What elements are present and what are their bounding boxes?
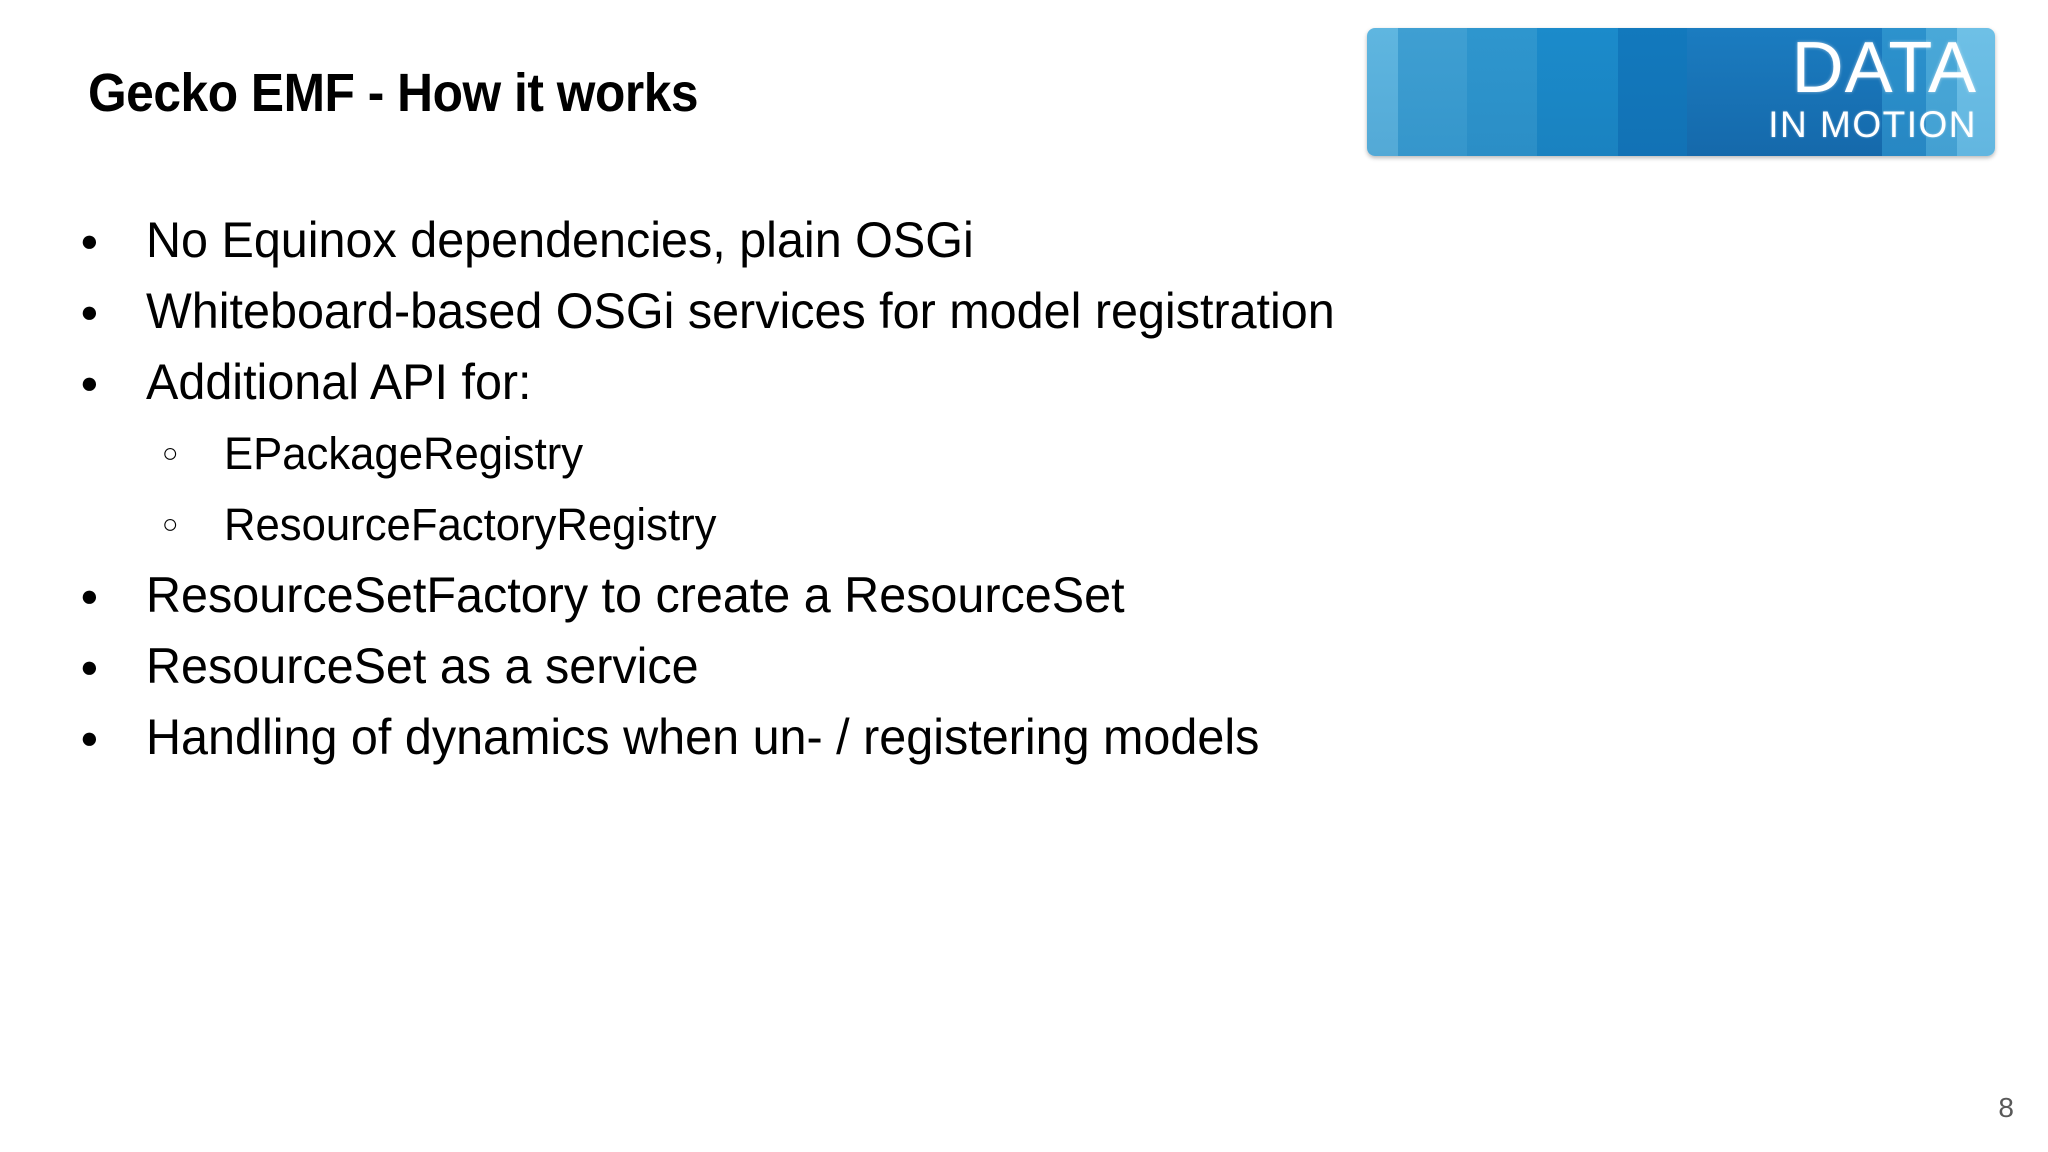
page-title: Gecko EMF - How it works	[88, 63, 699, 123]
bullet-item: ○ EPackageRegistry	[162, 418, 1960, 489]
bullet-circle-icon: ○	[162, 438, 179, 468]
bullet-disc-icon: ●	[80, 223, 99, 258]
bullet-text: ResourceFactoryRegistry	[224, 499, 717, 550]
logo-secondary-text: IN MOTION	[1768, 104, 1977, 145]
logo-band-9	[1957, 28, 1995, 156]
bullet-item: ● ResourceSet as a service	[80, 631, 1960, 702]
bullet-disc-icon: ●	[80, 649, 99, 684]
logo-band-5	[1618, 28, 1688, 156]
bullet-text: EPackageRegistry	[224, 428, 584, 479]
bullet-circle-icon: ○	[162, 509, 179, 539]
logo-wordmark: DATA IN MOTION	[1768, 32, 1977, 143]
logo-band-6	[1687, 28, 1882, 156]
bullet-disc-icon: ●	[80, 720, 99, 755]
bullet-item: ● Whiteboard-based OSGi services for mode…	[80, 276, 1960, 347]
bullet-item: ● No Equinox dependencies, plain OSGi	[80, 205, 1960, 276]
bullet-text: ResourceSetFactory to create a ResourceS…	[146, 567, 1125, 623]
logo-primary-text: DATA	[1791, 28, 1977, 108]
bullet-text: No Equinox dependencies, plain OSGi	[146, 212, 974, 268]
bullet-item: ● Additional API for:	[80, 347, 1960, 418]
bullet-list: ● No Equinox dependencies, plain OSGi ● Whi…	[80, 205, 1960, 773]
bullet-text: ResourceSet as a service	[146, 638, 699, 694]
bullet-text: Handling of dynamics when un- / register…	[146, 709, 1260, 765]
logo-band-7	[1881, 28, 1926, 156]
logo-band-4	[1536, 28, 1619, 156]
logo-gradient-bands	[1367, 28, 1995, 156]
bullet-disc-icon: ●	[80, 578, 99, 613]
bullet-disc-icon: ●	[80, 294, 99, 329]
logo-band-3	[1467, 28, 1537, 156]
bullet-item: ● ResourceSetFactory to create a Resource…	[80, 560, 1960, 631]
bullet-text: Whiteboard-based OSGi services for model…	[146, 283, 1335, 339]
logo-band-2	[1398, 28, 1468, 156]
bullet-disc-icon: ●	[80, 365, 99, 400]
page-number: 8	[1998, 1092, 2014, 1123]
bullet-item: ○ ResourceFactoryRegistry	[162, 489, 1960, 560]
bullet-item: ● Handling of dynamics when un- / registe…	[80, 702, 1960, 773]
bullet-text: Additional API for:	[146, 354, 532, 410]
logo-band-1	[1367, 28, 1399, 156]
logo-band-8	[1925, 28, 1958, 156]
data-in-motion-logo: DATA IN MOTION	[1367, 28, 1995, 156]
